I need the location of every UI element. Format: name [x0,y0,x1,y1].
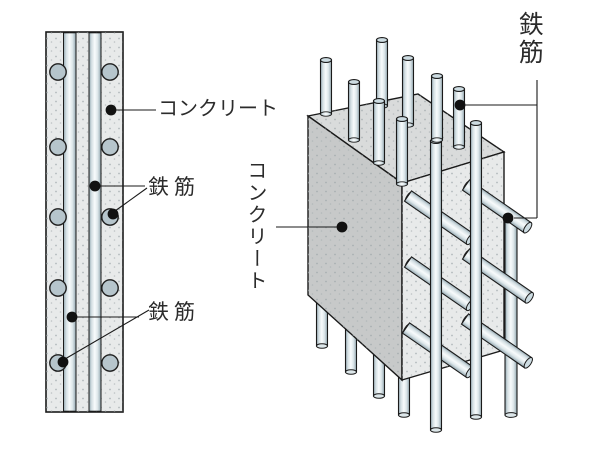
rebar-rod-vertical-front-right [469,120,483,420]
label-rebar-lower: 鉄筋 [148,301,200,324]
rebar-rod-vertical-front-left [429,138,443,433]
left-face-stipple [308,116,402,380]
leader-dots-right [336,99,514,233]
label-rebar-right: 鉄筋 [515,11,544,67]
vertical-rebar-band-right [88,32,102,412]
label-concrete-right: コンクリート [244,160,266,292]
label-rebar-upper: 鉄筋 [148,176,200,199]
rebar-rod-vertical-right [504,215,518,418]
vertical-rebar-band-left [63,32,77,412]
leader-dots-left [57,104,119,368]
rebar-rods-top [319,37,466,187]
leader-lines-left [64,109,156,360]
block-3d-view [276,37,538,433]
rebar-cross-sections [49,63,119,372]
leader-lines-right [276,80,538,228]
wall-section-view [45,31,156,413]
label-concrete-left: コンクリート [158,98,278,120]
